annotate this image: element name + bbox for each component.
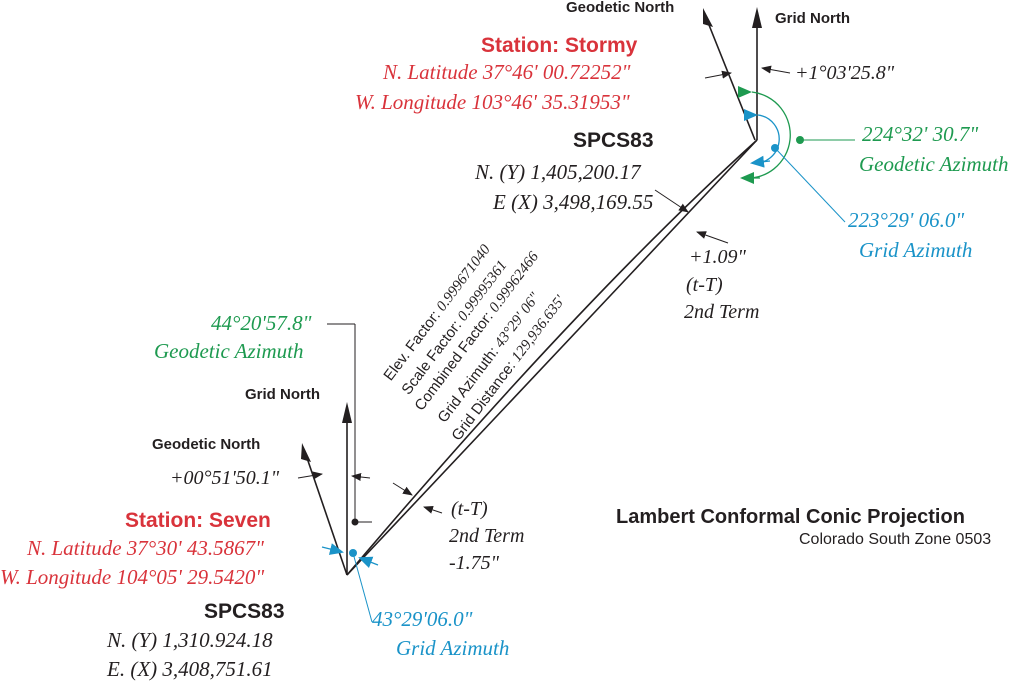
stormy-grid-azimuth-value: 223°29' 06.0" [848,208,965,232]
seven-geodetic-azimuth-label: Geodetic Azimuth [154,339,304,363]
seven-latitude: N. Latitude 37°30' 43.5867" [27,536,264,560]
seven-northing: N. (Y) 1,310.924.18 [107,628,273,652]
seven-grid-azimuth-value: 43°29'06.0" [372,607,473,631]
seven-geodetic-north-label: Geodetic North [152,436,261,453]
stormy-t-T-value: +1.09" [689,246,746,268]
stormy-grid-north-arrow [752,7,762,140]
seven-grid-azimuth-mark [321,543,379,623]
seven-convergence: +00°51'50.1" [170,467,280,489]
seven-longitude: W. Longitude 104°05' 29.5420" [0,565,265,589]
stormy-geodetic-azimuth-value: 224°32' 30.7" [862,122,979,146]
stormy-longitude: W. Longitude 103°46' 35.31953" [355,90,630,114]
seven-easting: E. (X) 3,408,751.61 [107,657,273,681]
stormy-station-name: Station: Stormy [481,34,638,57]
seven-geodetic-azimuth-value: 44°20'57.8" [211,311,312,335]
stormy-easting: E (X) 3,498,169.55 [493,190,654,214]
stormy-geodetic-azimuth-arc [738,86,855,184]
stormy-geodetic-north-label: Geodetic North [566,0,675,16]
seven-grid-north-arrow [342,402,352,575]
stormy-geodetic-azimuth-label: Geodetic Azimuth [859,152,1009,176]
stormy-convergence: +1°03'25.8" [795,62,895,84]
stormy-convergence-arrows [704,65,791,79]
projection-zone: Colorado South Zone 0503 [799,531,992,548]
seven-t-T-value: -1.75" [449,552,500,574]
stormy-grid-north-label: Grid North [775,10,850,27]
stormy-grid-azimuth-arc [744,109,846,223]
seven-grid-azimuth-label: Grid Azimuth [396,636,510,660]
seven-t-T-term: 2nd Term [449,525,525,547]
seven-t-T-arrows [392,482,443,514]
seven-geodetic-azimuth-leader [327,323,372,526]
seven-station-name: Station: Seven [125,509,271,532]
stormy-t-T-term: 2nd Term [684,301,760,323]
stormy-grid-azimuth-label: Grid Azimuth [859,238,973,262]
projection-title: Lambert Conformal Conic Projection [616,506,965,528]
stormy-northing: N. (Y) 1,405,200.17 [475,160,641,184]
stormy-geodetic-north-arrow [703,8,756,141]
seven-spcs-title: SPCS83 [204,600,285,623]
seven-grid-north-label: Grid North [245,386,320,403]
stormy-spcs-title: SPCS83 [573,129,654,152]
stormy-latitude: N. Latitude 37°46' 00.72252" [383,60,631,84]
seven-convergence-arrows [297,471,371,481]
stormy-t-T-label: (t-T) [686,274,723,296]
seven-geodetic-north-arrow [301,443,348,576]
stormy-t-T-arrows [654,189,729,244]
seven-t-T-label: (t-T) [451,498,488,520]
